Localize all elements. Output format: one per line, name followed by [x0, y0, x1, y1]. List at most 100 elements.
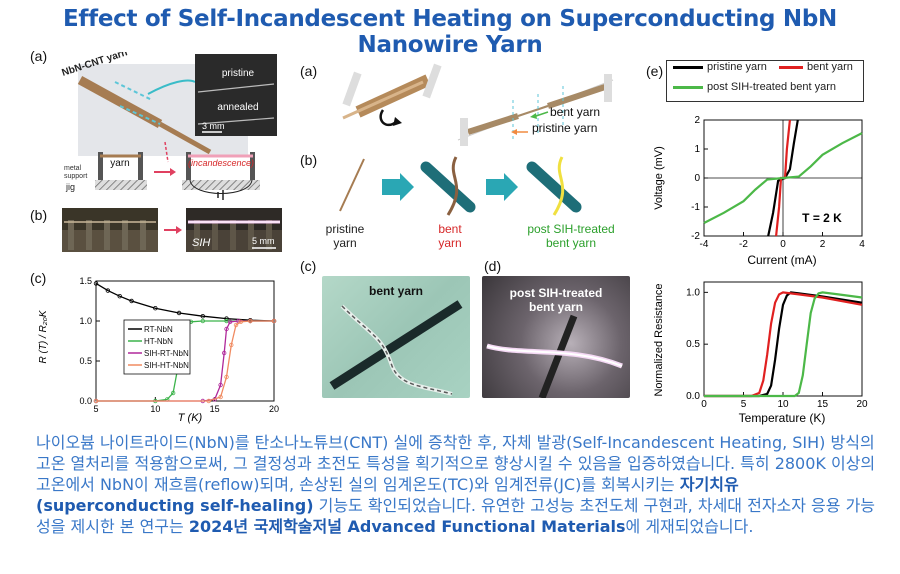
y-tick-label: 0.0: [686, 391, 700, 402]
legend-post: post SIH-treated bent yarn: [707, 81, 837, 93]
series-point: [229, 342, 234, 348]
summary-paragraph: 나이오븀 나이트라이드(NbN)를 탄소나노튜브(CNT) 실에 증착한 후, …: [36, 432, 876, 537]
y-tick-label: 1.5: [79, 276, 92, 286]
rt-legend-label: RT-NbN: [144, 325, 173, 334]
series-line: [703, 132, 863, 224]
bent-caption-line2: yarn: [438, 236, 462, 250]
x-tick-label: 4: [859, 239, 865, 250]
post-sih-photo-label: post SIH-treated bent yarn: [482, 286, 630, 314]
legend-swatch-post: [673, 86, 703, 89]
y-tick-label: 0: [694, 173, 700, 184]
pristine-caption: pristine yarn: [310, 222, 380, 250]
series-point: [271, 318, 277, 324]
figure-title: Effect of Self-Incandescent Heating on S…: [63, 6, 837, 58]
series-point: [200, 314, 205, 319]
jig-yarn-label: yarn: [110, 158, 129, 169]
summary-text-2: 기능도 확인되었습니다. 유연한 고성능 초전도체 구현과, 차세대 전자소자 …: [36, 496, 876, 536]
y-tick-label: -2: [691, 231, 700, 242]
iv-xlabel: Current (mA): [747, 253, 816, 267]
summary-text-3: 에 게재되었습니다.: [625, 517, 754, 536]
series-point: [153, 306, 158, 311]
legend-pristine: pristine yarn: [707, 61, 767, 73]
series-point: [170, 390, 176, 396]
pristine-caption-line1: pristine: [325, 222, 365, 236]
x-tick-label: 10: [150, 404, 160, 414]
series-point: [248, 318, 253, 324]
summary-bold-1: 자기치유(superconducting self-healing): [36, 475, 739, 515]
series-point: [93, 281, 99, 286]
series-point: [206, 398, 211, 404]
photo-annealed-label: annealed: [217, 102, 258, 113]
post-sih-photo: post SIH-treated bent yarn: [482, 276, 630, 398]
post-sih-photo-label-line1: post SIH-treated: [509, 286, 603, 300]
sih-label: SIH: [192, 237, 210, 249]
series-point: [200, 318, 205, 324]
y-tick-label: -1: [691, 202, 700, 213]
panel-label-left-c: (c): [30, 270, 47, 286]
summary-bold-2: 2024년 국제학술저널 Advanced Functional Materia…: [188, 517, 626, 536]
sih-photos: SIH 5 mm: [62, 208, 282, 252]
series-point: [176, 310, 182, 316]
bent-yarn-photo-label: bent yarn: [368, 284, 423, 298]
bent-yarn-photo: bent yarn: [322, 276, 470, 398]
series-point: [227, 319, 233, 324]
pristine-caption-line2: yarn: [333, 236, 357, 250]
legend-swatch-bent: [779, 66, 803, 69]
panel-label-left-a: (a): [30, 48, 48, 64]
series-point: [221, 350, 227, 356]
bent-caption: bent yarn: [420, 222, 480, 250]
series-point: [129, 298, 134, 304]
panel-label-left-b: (b): [30, 207, 48, 223]
y-tick-label: 1.0: [79, 316, 92, 326]
y-tick-label: 2: [694, 115, 700, 126]
metal-label: metal: [64, 165, 82, 172]
series-point: [105, 288, 111, 293]
sih-scale-label: 5 mm: [252, 236, 275, 246]
incandescence-label: (incandescence): [188, 158, 254, 168]
nr-ylabel: Normalized Resistance: [653, 283, 665, 396]
summary-text-1: 나이오븀 나이트라이드(NbN)를 탄소나노튜브(CNT) 실에 증착한 후, …: [36, 433, 876, 494]
y-tick-label: 0.0: [79, 396, 92, 406]
y-tick-label: 0.5: [686, 339, 700, 350]
series-line: [96, 320, 274, 402]
rt-xlabel: T (K): [178, 412, 203, 424]
schematic-annealing: NbN-CNT yarn pristine annealed 3 mm yarn…: [60, 52, 285, 200]
x-tick-label: -4: [700, 239, 709, 250]
bent-yarn-label: bent yarn: [550, 105, 600, 119]
x-tick-label: 15: [817, 399, 829, 410]
post-sih-photo-label-line2: bent yarn: [528, 300, 583, 314]
panel-label-mid-b: (b): [300, 152, 318, 168]
x-tick-label: 10: [777, 399, 789, 410]
series-point: [224, 374, 229, 380]
rt-legend-label: SIH-RT-NbN: [144, 349, 189, 358]
post-sih-caption-line2: bent yarn: [545, 236, 597, 250]
series-line: [95, 282, 275, 322]
panel-label-mid-a: (a): [300, 63, 318, 79]
series-line: [704, 291, 863, 398]
pristine-yarn-label: pristine yarn: [532, 121, 597, 135]
series-point: [233, 322, 239, 328]
panel-label-mid-d: (d): [484, 258, 502, 274]
y-tick-label: 1: [694, 144, 700, 155]
photo-pristine-label: pristine: [222, 68, 255, 79]
nr-xlabel: Temperature (K): [739, 411, 826, 425]
y-tick-label: 1.0: [686, 287, 700, 298]
bent-yarn-schematic: bent yarn pristine yarn: [342, 63, 614, 146]
series-point: [238, 319, 243, 324]
series-point: [218, 382, 223, 388]
bent-caption-line1: bent: [438, 222, 462, 236]
legend-swatch-pristine: [673, 66, 703, 69]
panel-label-right-e: (e): [646, 63, 664, 79]
x-tick-label: 5: [741, 399, 747, 410]
x-tick-label: 2: [820, 239, 826, 250]
series-point: [218, 394, 223, 400]
rt-legend-label: HT-NbN: [144, 337, 173, 346]
x-tick-label: 20: [269, 404, 279, 414]
rt-ylabel: R (T) / R₂₀K: [38, 309, 49, 363]
jig-label: jig: [65, 182, 75, 192]
post-sih-caption: post SIH-treated bent yarn: [516, 222, 626, 250]
